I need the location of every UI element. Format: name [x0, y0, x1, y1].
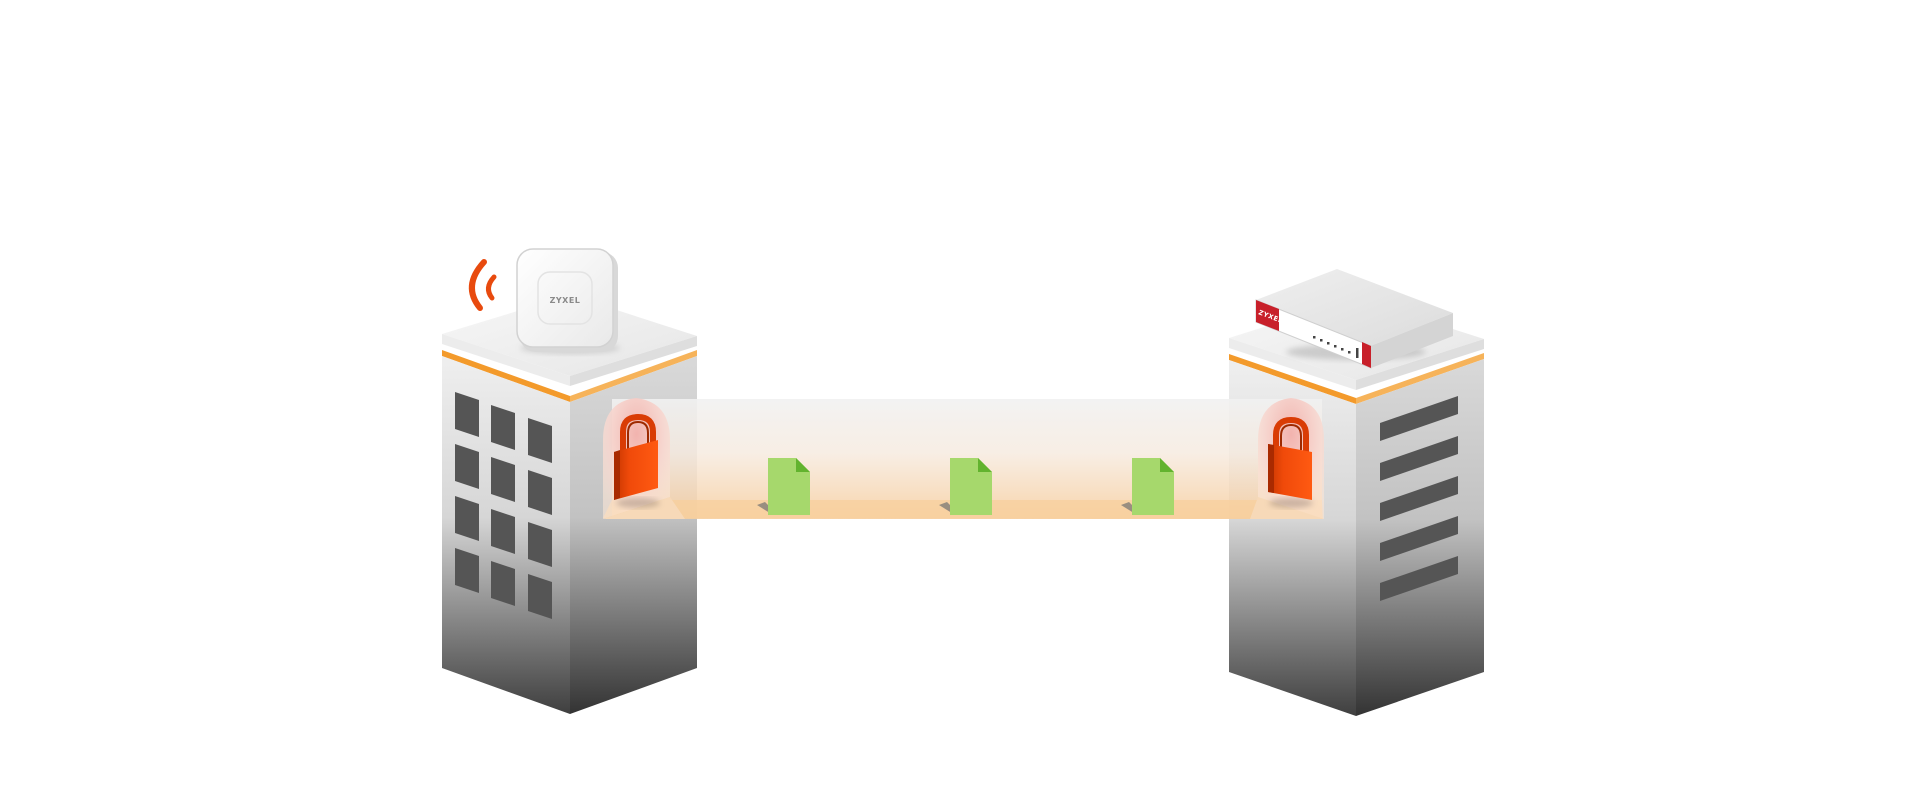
- right-padlock-body: [1268, 444, 1312, 500]
- window: [528, 574, 552, 619]
- window: [491, 405, 515, 450]
- left-padlock-body-side: [614, 450, 620, 500]
- louver: [1380, 516, 1458, 561]
- firewall-side: [1371, 313, 1453, 368]
- left-building-top-edge-right: [570, 336, 697, 386]
- firewall-power-indicator: [1356, 348, 1359, 358]
- left-padlock-body: [614, 440, 658, 500]
- wifi-signal-inner-arc: [486, 274, 497, 301]
- left-padlock-shackle-inner: [627, 420, 649, 450]
- access-point-face: [516, 248, 614, 348]
- right-padlock-shackle-inner: [1280, 423, 1302, 450]
- firewall-port: [1320, 339, 1323, 342]
- document-2-fold: [978, 458, 992, 472]
- firewall-ports: [1313, 336, 1359, 358]
- firewall-appliance-icon: ZYXEL: [1255, 269, 1453, 369]
- document-3-icon: [1121, 458, 1174, 515]
- firewall-top: [1256, 269, 1453, 346]
- left-building-top-edge: [442, 334, 570, 386]
- window: [455, 496, 479, 541]
- right-building-louvers: [1380, 396, 1458, 601]
- window: [491, 457, 515, 502]
- firewall-port: [1313, 336, 1316, 339]
- firewall-port: [1348, 351, 1351, 354]
- window: [528, 470, 552, 515]
- firewall-red-panel: [1256, 300, 1279, 331]
- document-1-fold: [796, 458, 810, 472]
- right-building-accent-stripe-right: [1356, 353, 1484, 404]
- access-point-logo: ZYXEL: [550, 296, 581, 305]
- left-building-accent-stripe: [442, 350, 570, 402]
- window: [455, 392, 479, 437]
- right-padlock-icon: [1268, 416, 1313, 508]
- louver: [1380, 556, 1458, 601]
- louver: [1380, 436, 1458, 481]
- access-point-inner-panel: [537, 271, 593, 325]
- wifi-signal-icon: [469, 259, 497, 311]
- right-padlock-shackle: [1273, 416, 1309, 455]
- louver: [1380, 476, 1458, 521]
- right-alcove-floor: [1250, 497, 1324, 519]
- left-building: [442, 295, 697, 714]
- firewall-port: [1334, 345, 1337, 348]
- window: [455, 444, 479, 489]
- window: [491, 509, 515, 554]
- left-padlock-shadow: [616, 498, 660, 508]
- window: [455, 548, 479, 593]
- left-building-windows: [455, 392, 552, 619]
- right-padlock-shadow: [1269, 498, 1313, 508]
- window: [528, 418, 552, 463]
- right-building-top-edge: [1229, 338, 1356, 390]
- window: [491, 561, 515, 606]
- firewall-port: [1327, 342, 1330, 345]
- access-point-icon: ZYXEL: [516, 248, 620, 354]
- left-padlock-icon: [614, 413, 660, 508]
- document-3-sheet: [1132, 458, 1174, 515]
- right-building-accent-stripe: [1229, 354, 1356, 404]
- document-3-fold: [1160, 458, 1174, 472]
- document-1-sheet: [768, 458, 810, 515]
- firewall-red-edge: [1362, 342, 1371, 368]
- right-padlock-body-side: [1268, 444, 1274, 493]
- wifi-signal-outer-arc: [469, 259, 487, 311]
- window: [528, 522, 552, 567]
- document-2-sheet: [950, 458, 992, 515]
- left-alcove-floor: [603, 497, 685, 519]
- right-building-top-edge-right: [1356, 339, 1484, 390]
- left-building-accent-stripe-right: [570, 350, 697, 402]
- document-2-icon: [939, 458, 992, 515]
- louver: [1380, 396, 1458, 441]
- left-padlock-shackle: [620, 413, 656, 455]
- document-1-icon: [757, 458, 810, 515]
- firewall-port: [1341, 348, 1344, 351]
